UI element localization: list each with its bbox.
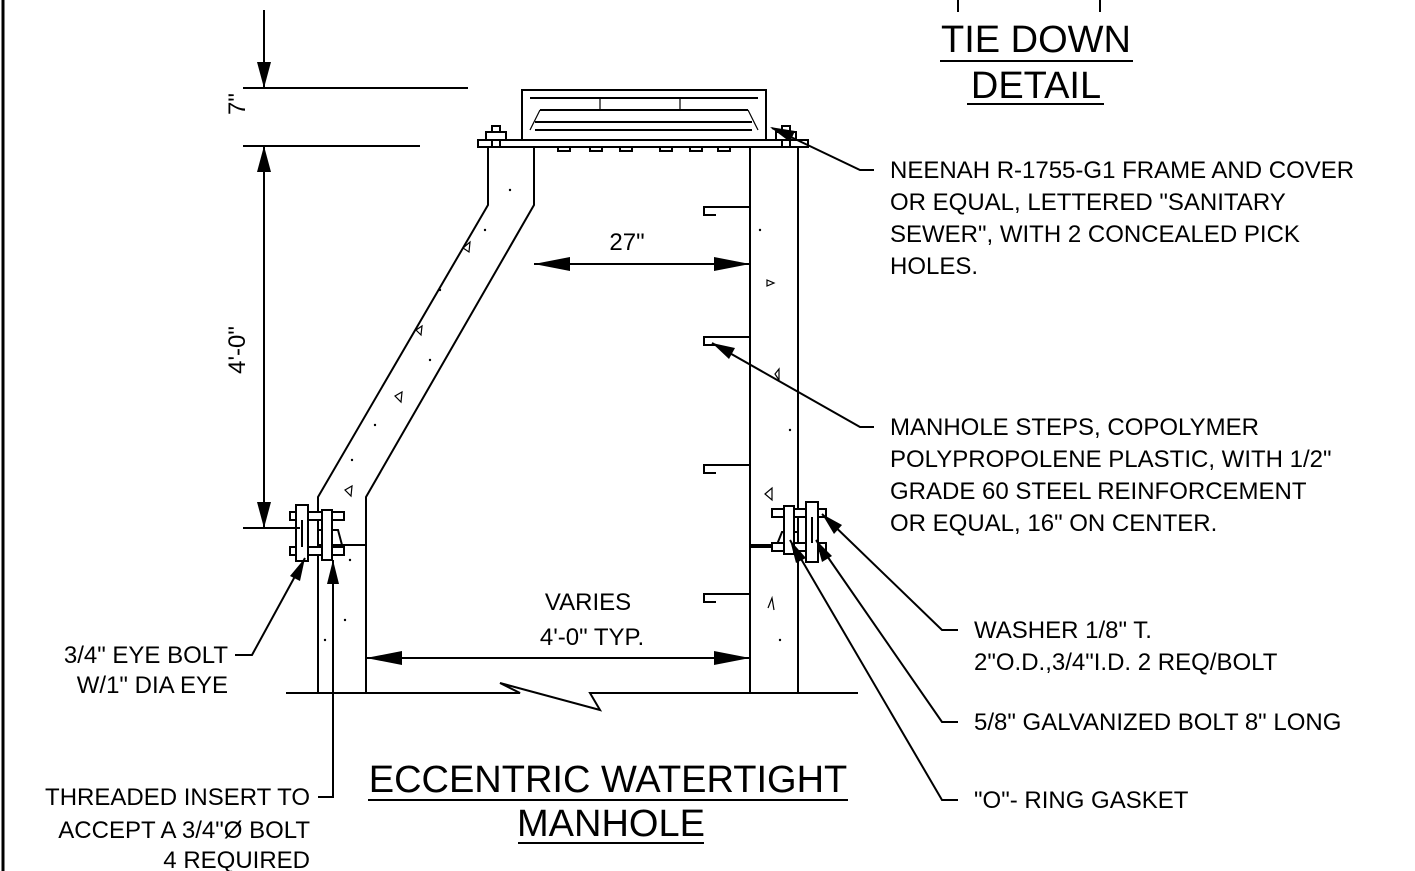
callout-threaded-insert: THREADED INSERT TO ACCEPT A 3/4"Ø BOLT 4… [45, 784, 310, 871]
callout-bolt: 5/8" GALVANIZED BOLT 8" LONG [974, 709, 1341, 736]
washer-line1: WASHER 1/8" T. [974, 617, 1152, 644]
manhole-title-line2: MANHOLE [517, 803, 705, 845]
callout-eye-bolt: 3/4" EYE BOLT W/1" DIA EYE [64, 642, 228, 699]
callout-gasket: "O"- RING GASKET [974, 787, 1189, 814]
base-dimension: VARIES 4'-0" TYP. [366, 589, 750, 665]
dim-top-opening: 27" [609, 229, 644, 256]
cone-wall-left [317, 146, 535, 566]
tie-down-detail-title: TIE DOWN DETAIL [940, 0, 1133, 107]
frame-cover-line3: SEWER", WITH 2 CONCEALED PICK [890, 221, 1300, 248]
vertical-dimension: 7" 4'-0" [224, 10, 468, 529]
eye-bolt-line2: W/1" DIA EYE [77, 672, 228, 699]
callout-frame-cover: NEENAH R-1755-G1 FRAME AND COVER OR EQUA… [890, 157, 1354, 280]
frame-cover-line1: NEENAH R-1755-G1 FRAME AND COVER [890, 157, 1354, 184]
barrel-wall-right [749, 544, 799, 694]
manhole-title-line1: ECCENTRIC WATERTIGHT [369, 759, 848, 801]
insert-line1: THREADED INSERT TO [45, 784, 310, 811]
callout-steps: MANHOLE STEPS, COPOLYMER POLYPROPOLENE P… [890, 414, 1332, 537]
tie-down-title-line2: DETAIL [971, 65, 1101, 107]
wall-right [749, 146, 799, 548]
frame-cover-line4: HOLES. [890, 253, 978, 280]
concrete-aggregate-marks [323, 188, 792, 642]
top-opening-dimension: 27" [534, 229, 750, 271]
washer-line2: 2"O.D.,3/4"I.D. 2 REQ/BOLT [974, 649, 1278, 676]
frame-cover-line2: OR EQUAL, LETTERED "SANITARY [890, 189, 1286, 216]
dim-base-typical: 4'-0" TYP. [540, 624, 644, 651]
manhole-steps [703, 206, 750, 603]
callout-leaders [235, 127, 958, 801]
ground-line [286, 682, 858, 712]
steps-line4: OR EQUAL, 16" ON CENTER. [890, 510, 1217, 537]
tie-down-title-line1: TIE DOWN [941, 19, 1131, 61]
tie-down-left [289, 504, 345, 562]
dim-base-varies: VARIES [545, 589, 631, 616]
manhole-walls [317, 146, 799, 694]
tie-down-right [771, 501, 827, 563]
insert-line2: ACCEPT A 3/4"Ø BOLT [58, 817, 310, 844]
steps-line1: MANHOLE STEPS, COPOLYMER [890, 414, 1259, 441]
callout-washer: WASHER 1/8" T. 2"O.D.,3/4"I.D. 2 REQ/BOL… [974, 617, 1278, 676]
eye-bolt-line1: 3/4" EYE BOLT [64, 642, 228, 669]
manhole-title: ECCENTRIC WATERTIGHT MANHOLE [368, 759, 848, 845]
insert-line3: 4 REQUIRED [163, 847, 310, 871]
steps-line2: POLYPROPOLENE PLASTIC, WITH 1/2" [890, 446, 1332, 473]
dim-top-height: 7" [224, 93, 251, 115]
steps-line3: GRADE 60 STEEL REINFORCEMENT [890, 478, 1307, 505]
frame-and-cover [477, 89, 809, 167]
dim-cone-height: 4'-0" [224, 326, 251, 374]
barrel-wall-left [317, 544, 367, 694]
